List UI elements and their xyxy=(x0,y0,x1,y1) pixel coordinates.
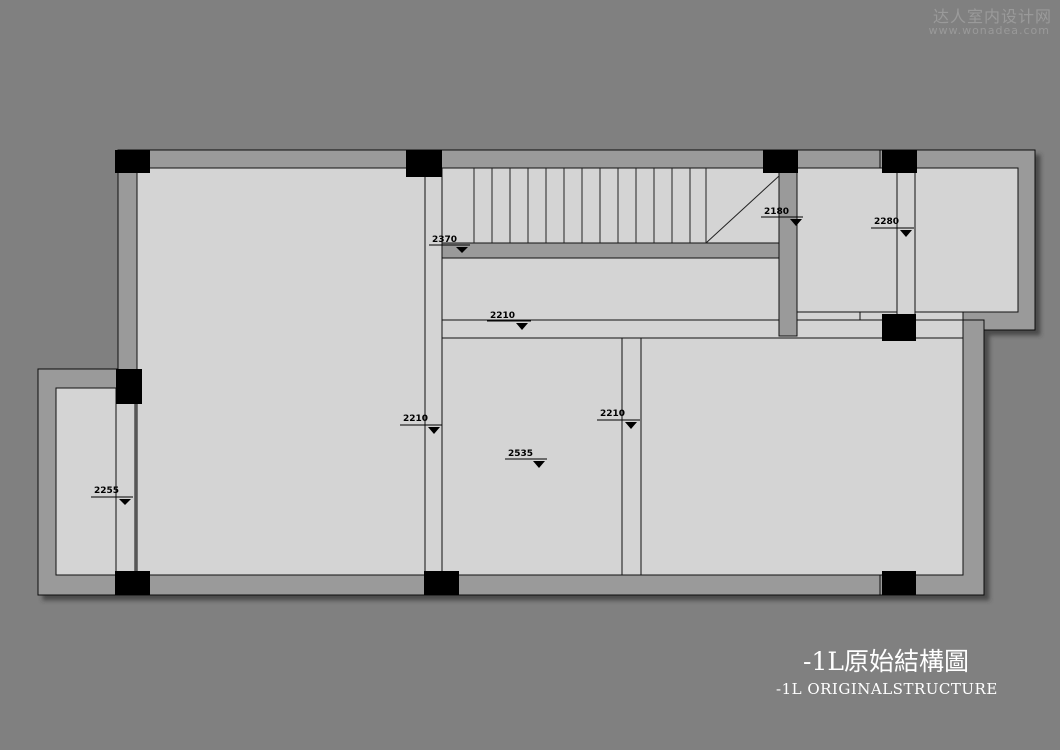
room-west-bay xyxy=(55,387,123,576)
floor-areas xyxy=(55,167,1019,576)
level-marker: 2210 xyxy=(597,409,640,429)
room-left xyxy=(136,167,428,576)
level-label: 2255 xyxy=(94,486,119,496)
stair-landing-wall xyxy=(441,242,780,259)
level-label: 2280 xyxy=(874,217,899,227)
column xyxy=(882,571,916,595)
wall-corridor-band xyxy=(441,319,964,339)
wall-west-bay-inner xyxy=(115,387,136,576)
columns xyxy=(115,150,917,595)
wall-mid-partition xyxy=(621,337,642,576)
drawing-title-english: -1L ORIGINALSTRUCTURE xyxy=(776,680,998,698)
column xyxy=(406,150,442,177)
level-marker: 2535 xyxy=(505,449,547,468)
watermark-url: www.wonadea.com xyxy=(928,24,1050,37)
level-label: 2535 xyxy=(508,449,533,459)
wall-ne-inner xyxy=(896,167,916,331)
column xyxy=(882,150,917,173)
column xyxy=(116,369,142,404)
level-marker: 2210 xyxy=(487,311,531,330)
wall-stair-east xyxy=(778,167,798,337)
watermark-brand: 达人室内设计网 xyxy=(932,7,1052,26)
level-label: 2370 xyxy=(432,235,457,245)
level-marker: 2255 xyxy=(91,486,133,505)
level-marker: 2210 xyxy=(400,414,442,434)
level-marker: 2370 xyxy=(429,235,470,253)
level-label: 2210 xyxy=(490,311,515,321)
level-marker: 2280 xyxy=(871,217,914,237)
drawing-title-chinese: -1L原始結構圖 xyxy=(803,647,969,676)
wall-left-partition xyxy=(424,167,443,576)
level-label: 2180 xyxy=(764,207,789,217)
column xyxy=(115,150,150,173)
level-marker: 2180 xyxy=(761,207,803,226)
column xyxy=(424,571,459,595)
column xyxy=(115,571,150,595)
column xyxy=(763,150,798,173)
column xyxy=(882,314,916,341)
level-label: 2210 xyxy=(403,414,428,424)
level-label: 2210 xyxy=(600,409,625,419)
staircase xyxy=(473,168,780,244)
